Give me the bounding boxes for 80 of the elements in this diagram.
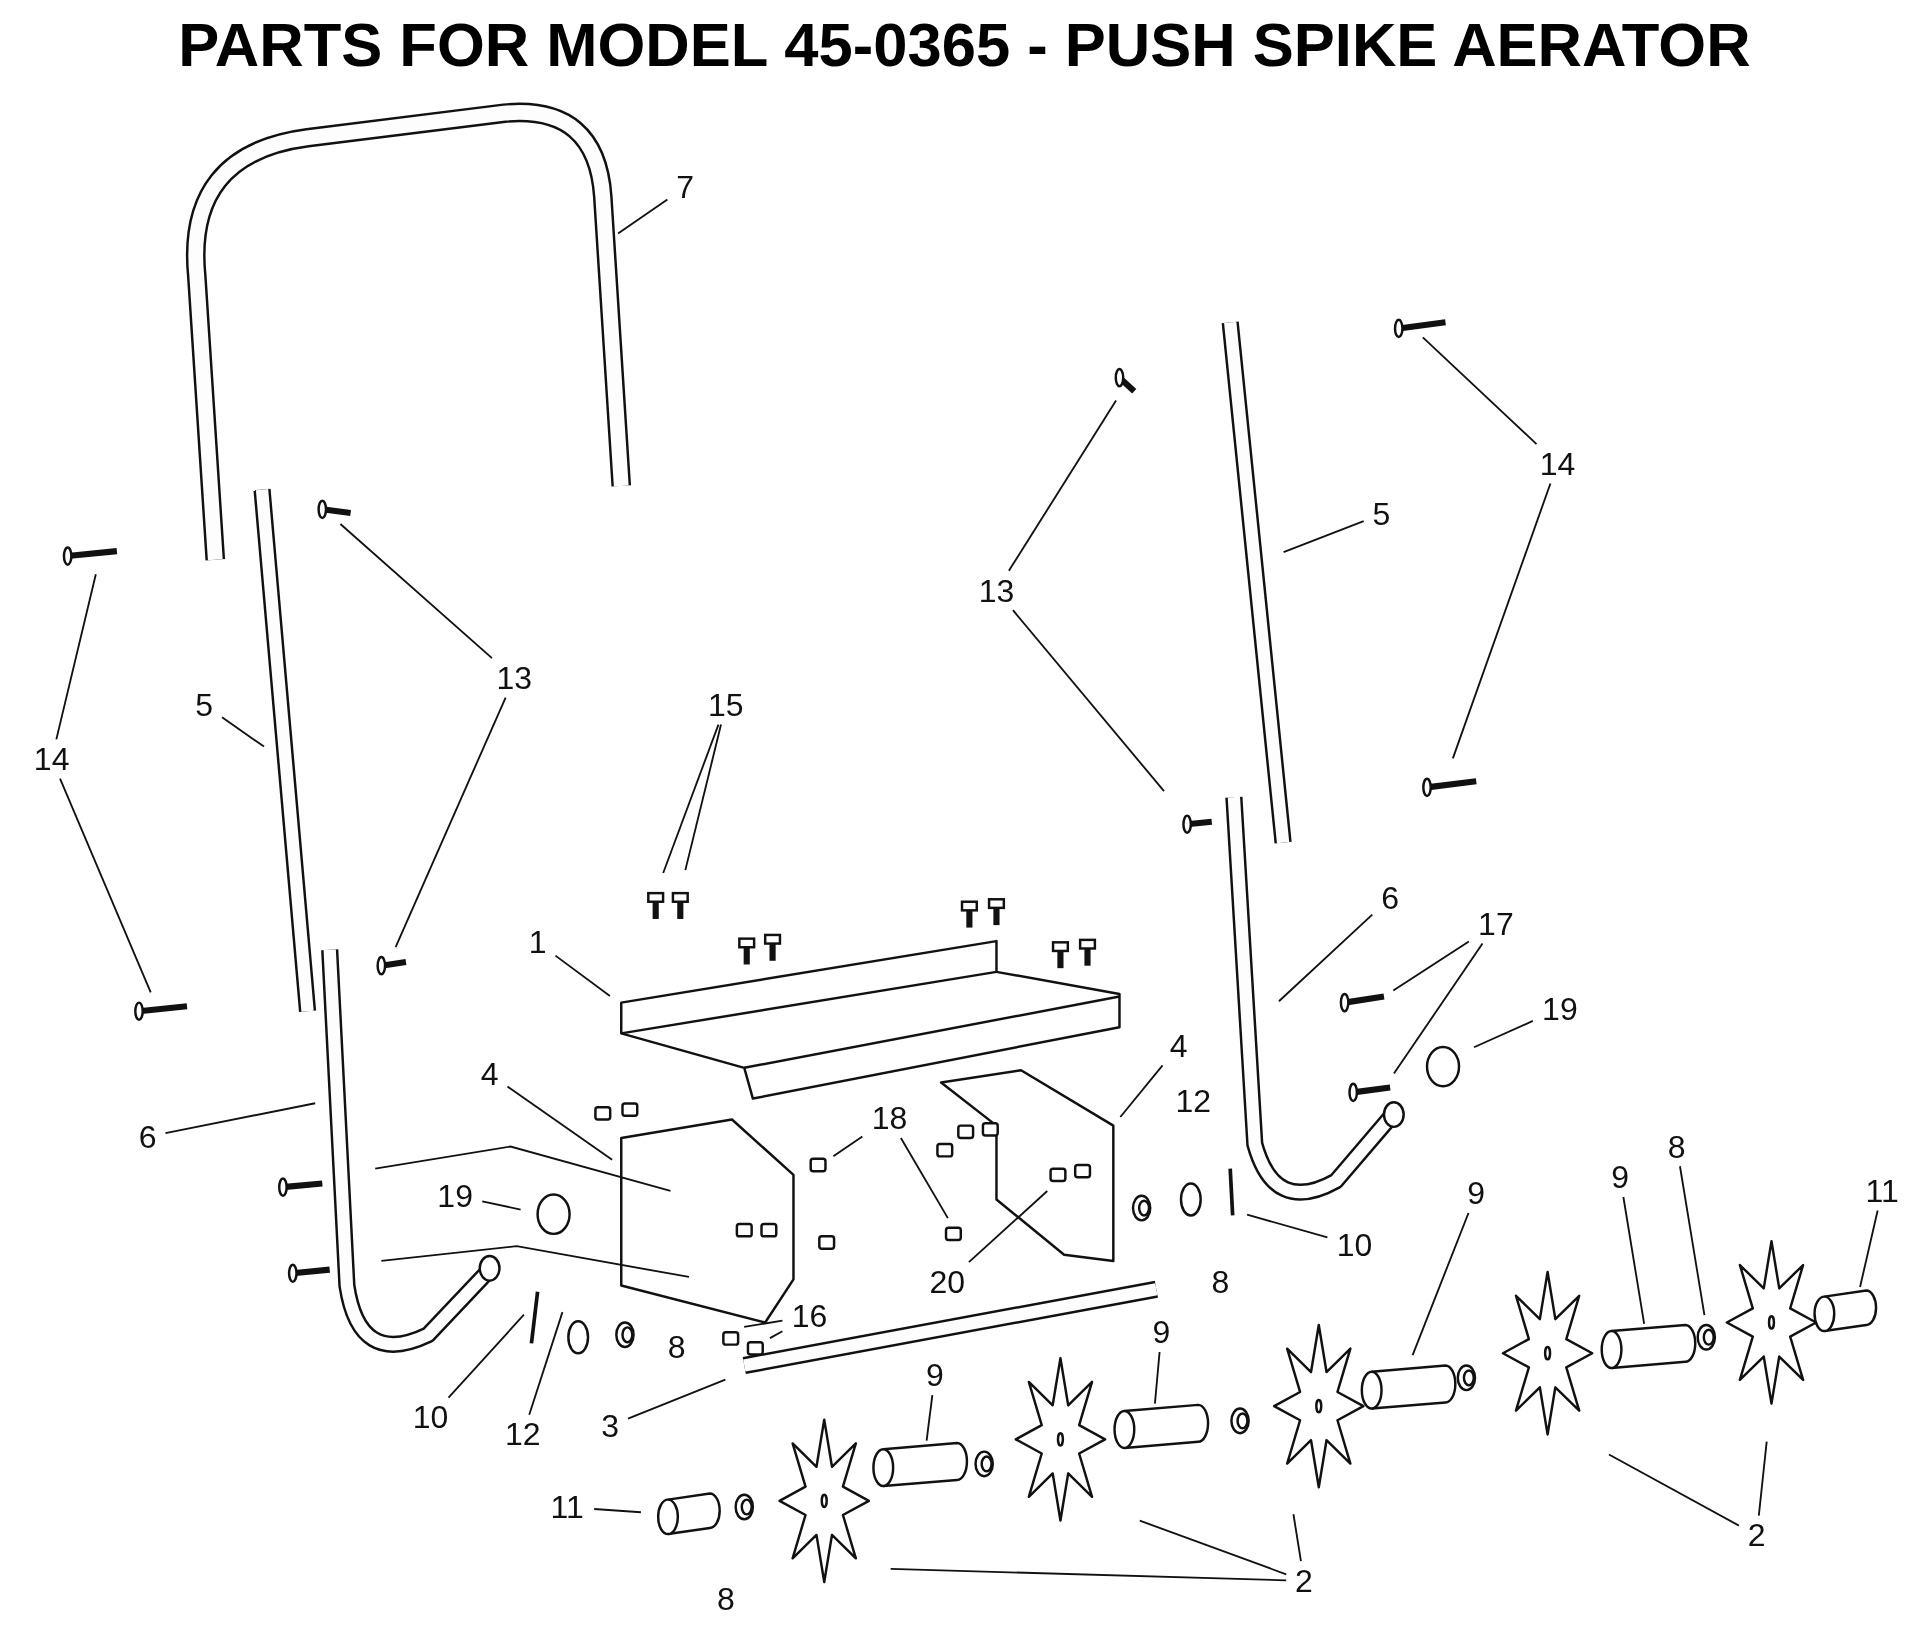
leader-line xyxy=(1757,1440,1768,1517)
leader-line xyxy=(684,723,722,872)
leader-line xyxy=(1411,1212,1470,1357)
leader-line xyxy=(1154,1351,1161,1405)
callout-number: 14 xyxy=(28,741,76,777)
callout-number: 13 xyxy=(973,573,1020,608)
callout-number: 8 xyxy=(1210,1264,1231,1300)
leader-line xyxy=(528,1311,564,1416)
callout-number: 17 xyxy=(1472,906,1520,942)
callout-number: 12 xyxy=(1174,1083,1213,1119)
callout-number: 4 xyxy=(1164,1028,1193,1063)
callout-number: 8 xyxy=(1662,1129,1691,1164)
leader-line xyxy=(55,573,97,741)
leader-line xyxy=(1138,1519,1288,1576)
callout-number: 19 xyxy=(1536,991,1584,1026)
callout-number: 15 xyxy=(702,687,750,723)
leader-line xyxy=(1246,1213,1329,1239)
leader-line xyxy=(447,1313,525,1399)
callout-number: 10 xyxy=(1331,1227,1378,1263)
callout-number: 7 xyxy=(671,169,700,205)
leader-line xyxy=(1007,399,1117,572)
leader-line xyxy=(221,716,265,748)
leader-line xyxy=(617,198,669,235)
leader-line xyxy=(1278,913,1374,1003)
leader-line xyxy=(1679,1165,1706,1317)
leader-line xyxy=(832,1135,864,1158)
callout-number: 2 xyxy=(1289,1563,1319,1599)
callout-number: 1 xyxy=(523,925,552,960)
callout-number: 5 xyxy=(190,687,219,723)
callout-number: 4 xyxy=(475,1056,504,1092)
callout-number: 18 xyxy=(866,1101,913,1136)
callout-number: 6 xyxy=(1376,880,1405,916)
leader-line xyxy=(899,1137,949,1220)
leader-line xyxy=(662,723,720,874)
leader-line xyxy=(1451,482,1552,760)
leader-line xyxy=(1292,1513,1302,1563)
leader-line xyxy=(394,696,507,948)
leader-line xyxy=(1421,336,1538,446)
callout-number: 9 xyxy=(1462,1176,1491,1211)
leader-line xyxy=(1859,1209,1879,1288)
leader-line xyxy=(339,523,493,660)
leader-line xyxy=(627,1378,727,1420)
callout-number: 20 xyxy=(923,1264,971,1300)
leader-line xyxy=(593,1508,642,1514)
leader-line xyxy=(506,1085,614,1161)
leader-line xyxy=(1608,1453,1740,1527)
leader-line xyxy=(743,1319,784,1328)
leader-line xyxy=(164,1102,317,1135)
leader-line xyxy=(968,1190,1049,1264)
leader-line xyxy=(1393,942,1484,1075)
leader-line xyxy=(925,1394,934,1442)
callout-number: 6 xyxy=(133,1119,162,1154)
callout-number: 11 xyxy=(1858,1173,1906,1209)
callout-number: 3 xyxy=(596,1408,625,1443)
callout-number: 14 xyxy=(1534,446,1581,481)
callout-number: 8 xyxy=(715,1582,736,1617)
leader-line xyxy=(1392,940,1470,992)
callout-number: 10 xyxy=(407,1399,454,1435)
callout-number: 16 xyxy=(786,1299,833,1334)
callout-number: 19 xyxy=(431,1178,479,1213)
leader-line xyxy=(1012,609,1165,793)
leader-line xyxy=(889,1567,1288,1582)
callout-number: 9 xyxy=(1606,1160,1635,1195)
leader-line xyxy=(1119,1064,1164,1118)
leader-line xyxy=(554,954,611,997)
leader-line xyxy=(1622,1196,1646,1325)
leader-line xyxy=(59,777,152,994)
callout-number: 9 xyxy=(920,1358,950,1393)
callout-number: 5 xyxy=(1367,497,1396,532)
callout-number: 2 xyxy=(1742,1518,1771,1553)
callout-number: 9 xyxy=(1147,1315,1176,1350)
callout-number: 13 xyxy=(490,660,538,696)
title: PARTS FOR MODEL 45-0365 - PUSH SPIKE AERATOR xyxy=(177,10,1752,82)
leader-line xyxy=(481,1200,522,1211)
callout-number: 12 xyxy=(499,1417,547,1452)
leader-line xyxy=(1473,1020,1534,1049)
callout-number: 11 xyxy=(543,1489,591,1525)
leader-line xyxy=(1282,520,1365,554)
callout-number: 8 xyxy=(666,1329,687,1365)
leader-line xyxy=(769,1330,784,1339)
